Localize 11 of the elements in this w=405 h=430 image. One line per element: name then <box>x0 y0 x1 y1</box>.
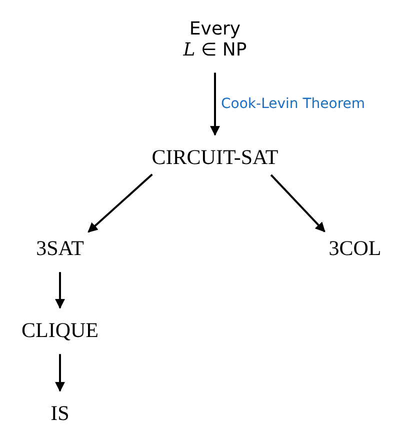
node-label: 3COL <box>328 236 382 260</box>
arrow <box>55 354 65 392</box>
node-label: Every L ∈ NP <box>181 19 249 61</box>
arrow <box>210 72 220 136</box>
node-label: 3SAT <box>36 236 84 260</box>
node-label: IS <box>50 400 70 426</box>
node-label: CIRCUIT-SAT <box>152 144 278 170</box>
node-label: CLIQUE <box>22 318 98 342</box>
arrow <box>55 272 65 309</box>
arrow <box>270 174 326 232</box>
arrow <box>88 174 153 233</box>
